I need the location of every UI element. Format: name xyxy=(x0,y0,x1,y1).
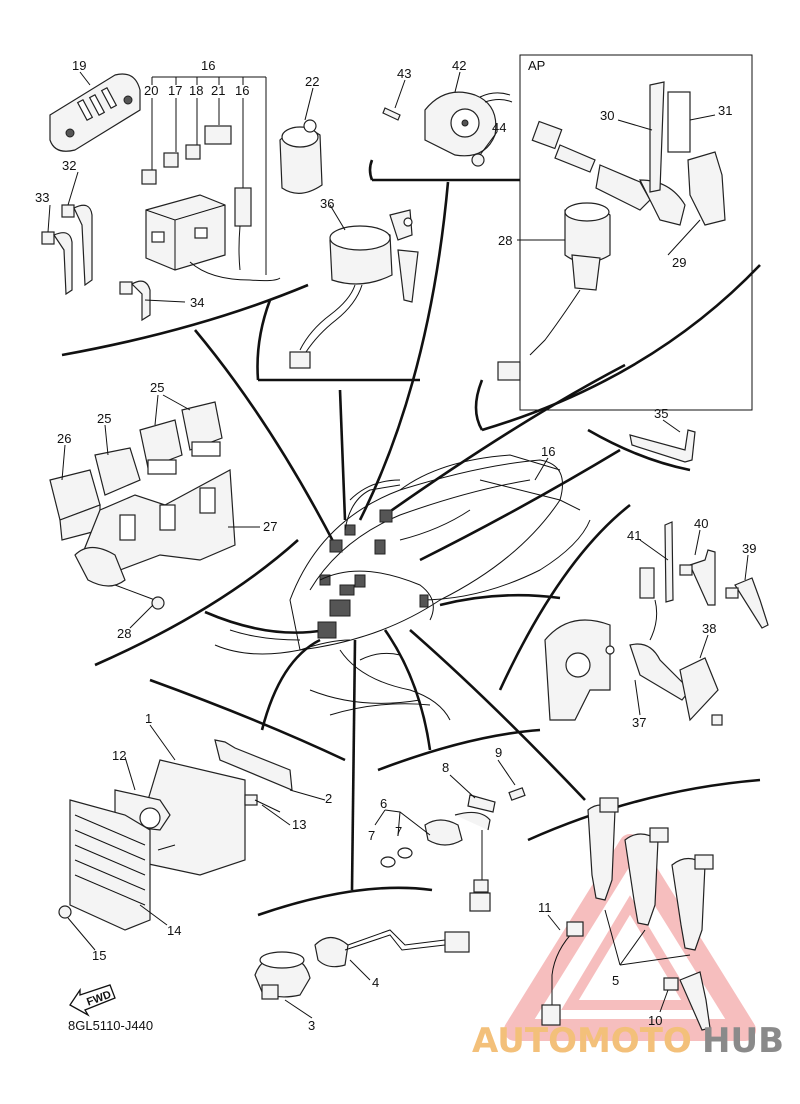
callout-8: 8 xyxy=(442,760,449,775)
ap-section-label: AP xyxy=(528,58,545,73)
regulator-group xyxy=(58,739,293,931)
ap-parts xyxy=(497,81,726,381)
watermark-text-automoto: AUTOMOTO xyxy=(472,1021,692,1061)
callout-24: 25 xyxy=(97,411,111,426)
callout-25-top: 25 xyxy=(150,380,164,395)
callout-29: 29 xyxy=(672,255,686,270)
callout-12: 12 xyxy=(112,748,126,763)
drawing-code: 8GL5110-J440 xyxy=(68,1018,153,1033)
callout-6: 6 xyxy=(380,796,387,811)
ignition-coils xyxy=(541,797,714,1031)
part-36-ignition-switch xyxy=(289,209,419,369)
part-23-cap xyxy=(279,119,323,194)
callout-26: 27 xyxy=(263,519,277,534)
callout-11: 11 xyxy=(538,900,552,915)
callout-19: 18 xyxy=(189,83,203,98)
callout-16-right: 16 xyxy=(541,444,555,459)
part-16-fuse-box-assembly xyxy=(141,76,281,282)
watermark-logo: AUTOMOTO HUB xyxy=(472,1021,784,1061)
vehicle-hull-sketch xyxy=(214,454,591,721)
callout-16-top: 16 xyxy=(201,58,215,73)
callout-22: 19 xyxy=(72,58,86,73)
ap-section-box xyxy=(519,54,753,411)
sensor-group-6-9 xyxy=(380,787,526,912)
callout-28: 28 xyxy=(498,233,512,248)
callout-33: 33 xyxy=(35,190,49,205)
callout-35: 35 xyxy=(654,406,668,421)
callout-42: 42 xyxy=(452,58,466,73)
callout-20: 20 xyxy=(144,83,158,98)
callout-39: 39 xyxy=(742,541,756,556)
callout-34: 34 xyxy=(190,295,204,310)
callout-10: 10 xyxy=(648,1013,662,1028)
callout-numbers: 19 16 20 17 18 21 16 22 43 42 44 30 31 2… xyxy=(35,58,756,1033)
part-32-33-34-cable-ties xyxy=(41,204,151,322)
callout-43: 43 xyxy=(397,66,411,81)
group-outlines xyxy=(61,54,761,917)
callout-9: 9 xyxy=(495,745,502,760)
callout-31: 31 xyxy=(718,103,732,118)
callout-1: 1 xyxy=(145,711,152,726)
pressure-switch-group xyxy=(254,929,470,1000)
callout-41: 41 xyxy=(627,528,641,543)
callout-36: 36 xyxy=(320,196,334,211)
part-42-43-44-sensor xyxy=(382,91,513,167)
relay-group-24-25-26-27 xyxy=(49,401,236,610)
callout-15: 15 xyxy=(92,948,106,963)
callout-30: 30 xyxy=(600,108,614,123)
callout-44: 44 xyxy=(492,120,506,135)
callout-21: 21 xyxy=(211,83,225,98)
callout-17: 16 xyxy=(235,83,249,98)
callout-38: 38 xyxy=(702,621,716,636)
callout-14: 14 xyxy=(167,923,181,938)
callout-23: 22 xyxy=(305,74,319,89)
fwd-arrow-icon: FWD xyxy=(69,984,116,1017)
callout-18: 17 xyxy=(168,83,182,98)
callout-leaders xyxy=(47,71,749,1019)
watermark-text-hub: HUB xyxy=(702,1021,784,1061)
callout-3: 3 xyxy=(308,1018,315,1033)
callout-32: 32 xyxy=(62,158,76,173)
callout-37: 37 xyxy=(632,715,646,730)
callout-7-right: 7 xyxy=(395,824,402,839)
callout-2: 2 xyxy=(325,791,332,806)
part-22-fuse-cover xyxy=(49,73,141,152)
callout-4: 4 xyxy=(372,975,379,990)
callout-25-left: 26 xyxy=(57,431,71,446)
callout-27: 28 xyxy=(117,626,131,641)
callout-40: 40 xyxy=(694,516,708,531)
callout-7-left: 7 xyxy=(368,828,375,843)
callout-13: 13 xyxy=(292,817,306,832)
callout-5: 5 xyxy=(612,973,619,988)
right-brackets xyxy=(544,429,769,726)
